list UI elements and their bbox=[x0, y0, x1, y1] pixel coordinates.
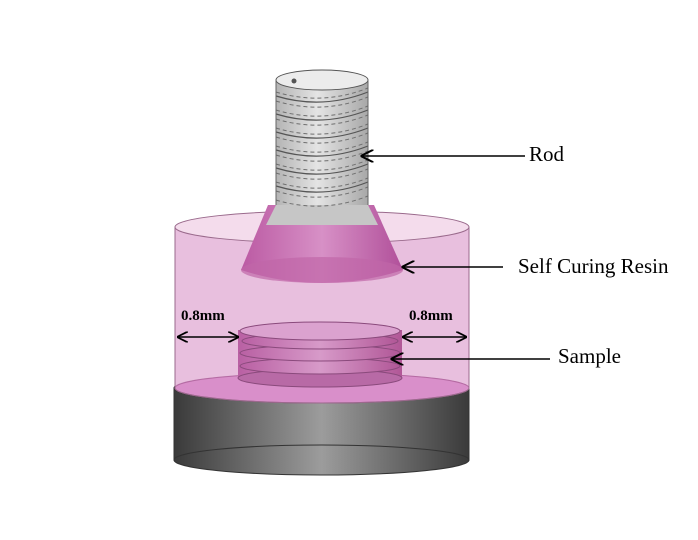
sample-block bbox=[237, 321, 403, 388]
sample-label: Sample bbox=[558, 344, 621, 368]
resin-front-rim bbox=[174, 387, 470, 404]
gap-right-label: 0.8mm bbox=[409, 308, 453, 324]
gap-left-label: 0.8mm bbox=[181, 308, 225, 324]
threaded-rod bbox=[266, 69, 378, 225]
resin-label: Self Curing Resin bbox=[518, 254, 669, 278]
rod-label: Rod bbox=[529, 142, 565, 166]
